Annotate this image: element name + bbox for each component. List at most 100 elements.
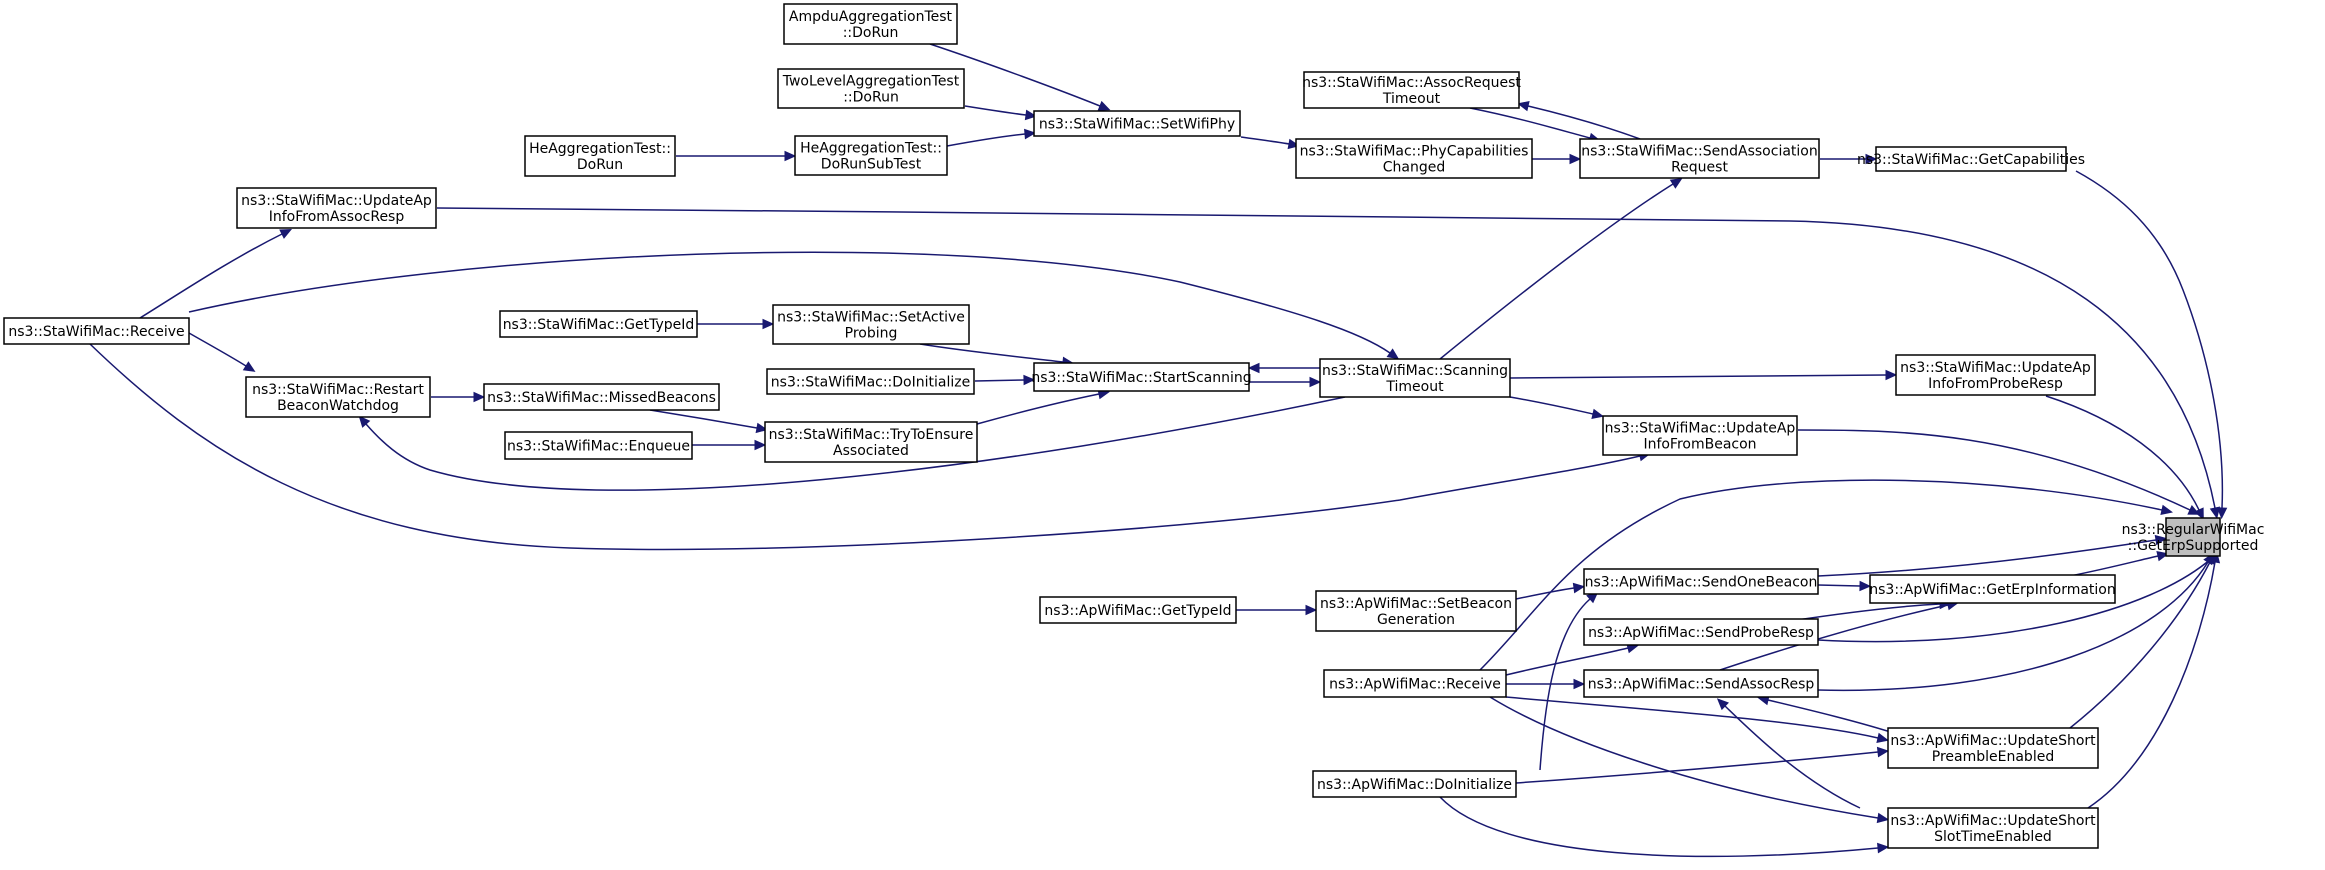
node-label: ns3::ApWifiMac::SetBeacon bbox=[1320, 596, 1512, 612]
edge-line bbox=[1439, 183, 1674, 360]
edge-line bbox=[1817, 561, 2209, 692]
node-label: ns3::ApWifiMac::UpdateShort bbox=[1890, 813, 2096, 829]
node-sta-setwifiphy[interactable]: ns3::StaWifiMac::SetWifiPhy bbox=[1033, 110, 1241, 137]
edge-line bbox=[2069, 555, 2159, 577]
edge-ap_setbeacon-to-ap_sendbeacon bbox=[1515, 582, 1586, 600]
node-box bbox=[1033, 110, 1241, 137]
node-sta-receive[interactable]: ns3::StaWifiMac::Receive bbox=[3, 317, 190, 345]
node-sta-missed[interactable]: ns3::StaWifiMac::MissedBeacons bbox=[483, 383, 720, 411]
edge-ampdu_dorun-to-sta_setwifiphy bbox=[929, 43, 1111, 111]
node-box bbox=[2165, 517, 2221, 557]
edge-line bbox=[1789, 603, 1941, 622]
node-box bbox=[3, 317, 190, 345]
edge-line bbox=[2087, 561, 2216, 809]
edge-line bbox=[188, 332, 247, 367]
node-he-dorunsub[interactable]: HeAggregationTest::DoRunSubTest bbox=[794, 135, 948, 176]
edge-arrowhead bbox=[279, 228, 292, 239]
edge-arrowhead bbox=[1309, 376, 1322, 388]
edge-line bbox=[436, 207, 2216, 509]
node-label: InfoFromProbeResp bbox=[1928, 376, 2063, 392]
node-sta-getcaps[interactable]: ns3::StaWifiMac::GetCapabilities bbox=[1857, 146, 2085, 172]
edge-arrowhead bbox=[1024, 109, 1038, 121]
edge-sta_scantimeout-to-sta_updapbeacon bbox=[1509, 396, 1604, 420]
node-box bbox=[504, 431, 693, 460]
edge-ap_receive-to-ap_sendassoc bbox=[1506, 678, 1586, 690]
node-sta-doinit[interactable]: ns3::StaWifiMac::DoInitialize bbox=[766, 368, 975, 395]
edge-line bbox=[1505, 696, 1879, 739]
edge-arrowhead bbox=[1386, 348, 1400, 360]
edge-ap_gettypeid-to-ap_setbeacon bbox=[1236, 604, 1318, 616]
node-ap-gettypeid[interactable]: ns3::ApWifiMac::GetTypeId bbox=[1039, 596, 1237, 624]
node-ap-updslot[interactable]: ns3::ApWifiMac::UpdateShortSlotTimeEnabl… bbox=[1887, 807, 2099, 849]
node-sta-enqueue[interactable]: ns3::StaWifiMac::Enqueue bbox=[504, 431, 693, 460]
node-label: ns3::StaWifiMac::SendAssociation bbox=[1581, 144, 1817, 160]
edge-line bbox=[365, 396, 1346, 491]
edge-line bbox=[1527, 105, 1641, 140]
node-regular-geterp[interactable]: ns3::RegularWifiMac::GetErpSupported bbox=[2122, 517, 2265, 557]
edge-he_dorun-to-he_dorunsub bbox=[676, 150, 797, 162]
edge-arrowhead bbox=[755, 422, 769, 434]
node-ap-updpreamble[interactable]: ns3::ApWifiMac::UpdateShortPreambleEnabl… bbox=[1887, 727, 2099, 769]
node-box bbox=[772, 304, 970, 345]
edge-line bbox=[2069, 561, 2211, 729]
edge-ap_geterpinfo-to-regular_geterp bbox=[2069, 550, 2169, 577]
edge-sta_updapprobe-to-regular_geterp bbox=[2045, 395, 2204, 521]
edge-sta_enqueue-to-sta_tryassoc bbox=[692, 439, 767, 451]
node-twolevel-dorun[interactable]: TwoLevelAggregationTest::DoRun bbox=[777, 68, 965, 109]
edge-line bbox=[1515, 587, 1575, 600]
node-ap-receive[interactable]: ns3::ApWifiMac::Receive bbox=[1323, 669, 1507, 698]
edge-arrowhead bbox=[2154, 534, 2168, 546]
node-label: AmpduAggregationTest bbox=[789, 9, 953, 25]
node-box bbox=[1602, 415, 1798, 456]
node-box bbox=[783, 3, 958, 45]
node-box bbox=[1583, 669, 1819, 698]
edge-sta_scantimeout-to-sta_restart bbox=[358, 396, 1346, 491]
node-label: ns3::ApWifiMac::SendAssocResp bbox=[1588, 677, 1815, 693]
node-box bbox=[777, 68, 965, 109]
edge-line bbox=[1817, 557, 2213, 643]
edge-line bbox=[1817, 584, 1861, 587]
node-label: ns3::StaWifiMac::PhyCapabilities bbox=[1300, 144, 1529, 160]
node-sta-updapprobe[interactable]: ns3::StaWifiMac::UpdateApInfoFromProbeRe… bbox=[1895, 354, 2096, 396]
node-box bbox=[499, 310, 698, 338]
edge-arrowhead bbox=[1591, 408, 1604, 420]
node-label: PreambleEnabled bbox=[1932, 749, 2054, 765]
edge-arrowhead bbox=[1024, 128, 1037, 140]
node-ap-geterpinfo[interactable]: ns3::ApWifiMac::GetErpInformation bbox=[1869, 574, 2116, 604]
node-label: Probing bbox=[845, 326, 898, 342]
node-he-dorun[interactable]: HeAggregationTest::DoRun bbox=[524, 135, 676, 177]
edge-line bbox=[1724, 705, 1861, 809]
node-label: ns3::ApWifiMac::GetErpInformation bbox=[1869, 582, 2115, 598]
node-label: ns3::StaWifiMac::Enqueue bbox=[507, 439, 690, 455]
node-ap-sendprobe[interactable]: ns3::ApWifiMac::SendProbeResp bbox=[1583, 618, 1819, 646]
node-ap-sendbeacon[interactable]: ns3::ApWifiMac::SendOneBeacon bbox=[1583, 568, 1819, 595]
node-ap-doinit[interactable]: ns3::ApWifiMac::DoInitialize bbox=[1312, 770, 1517, 798]
edge-line bbox=[1797, 429, 2191, 511]
node-label: ns3::StaWifiMac::UpdateAp bbox=[1900, 360, 2091, 376]
edge-arrowhead bbox=[784, 150, 797, 162]
edge-ap_receive-to-ap_updslot bbox=[1489, 696, 1890, 824]
edge-arrowhead bbox=[242, 361, 256, 372]
node-ampdu-dorun[interactable]: AmpduAggregationTest::DoRun bbox=[783, 3, 958, 45]
edge-line bbox=[1509, 374, 1887, 379]
edge-line bbox=[1240, 136, 1290, 145]
edge-arrowhead bbox=[1885, 369, 1898, 381]
node-sta-startscan[interactable]: ns3::StaWifiMac::StartScanning bbox=[1031, 362, 1252, 392]
node-ap-sendassoc[interactable]: ns3::ApWifiMac::SendAssocResp bbox=[1583, 669, 1819, 698]
node-sta-updapassoc[interactable]: ns3::StaWifiMac::UpdateApInfoFromAssocRe… bbox=[236, 187, 437, 229]
node-box bbox=[236, 187, 437, 229]
node-sta-gettypeid[interactable]: ns3::StaWifiMac::GetTypeId bbox=[499, 310, 698, 338]
node-box bbox=[1583, 618, 1819, 646]
node-box bbox=[1579, 138, 1820, 179]
edge-he_dorunsub-to-sta_setwifiphy bbox=[946, 128, 1037, 147]
node-box bbox=[1303, 71, 1520, 109]
